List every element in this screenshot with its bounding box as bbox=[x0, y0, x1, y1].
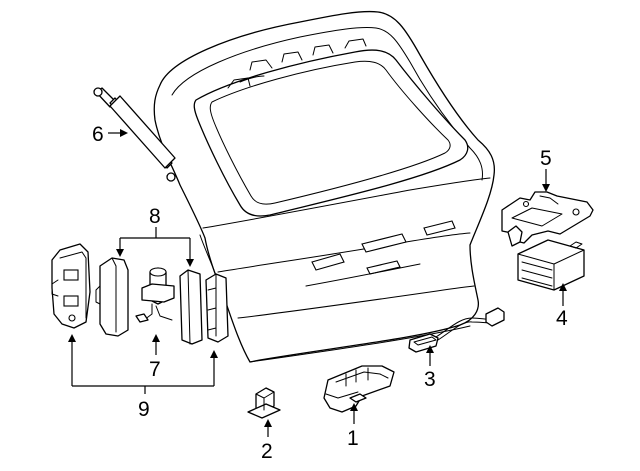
callout-7: 7 bbox=[149, 358, 161, 381]
part-6-lift-strut bbox=[93, 87, 176, 182]
callout-3: 3 bbox=[424, 368, 436, 391]
callout-1: 1 bbox=[347, 427, 359, 450]
callout-2-leader bbox=[264, 419, 272, 437]
callout-5-leader bbox=[542, 169, 550, 192]
part-7-lamp-socket bbox=[135, 267, 175, 323]
liftgate-panel bbox=[153, 10, 496, 363]
part-2-liftgate-bumper bbox=[247, 387, 281, 419]
callout-6: 6 bbox=[92, 123, 104, 146]
callout-4: 4 bbox=[556, 307, 568, 330]
callout-3-leader bbox=[426, 345, 434, 366]
part-8-right-lamp-lens bbox=[179, 269, 203, 345]
callout-2: 2 bbox=[261, 440, 273, 463]
callout-5: 5 bbox=[540, 147, 552, 170]
callout-8-leader bbox=[116, 227, 194, 267]
callout-1-leader bbox=[350, 403, 358, 424]
part-4-control-module bbox=[517, 239, 585, 291]
callout-9: 9 bbox=[138, 398, 150, 421]
callout-7-leader bbox=[152, 334, 160, 355]
callout-9-leader bbox=[68, 334, 218, 394]
part-9-left-tail-lamp bbox=[51, 243, 91, 329]
callout-8: 8 bbox=[149, 205, 161, 228]
callout-4-leader bbox=[559, 283, 567, 306]
callout-6-leader bbox=[108, 129, 128, 137]
part-1-liftgate-latch bbox=[323, 365, 395, 413]
part-8-left-lamp-lens bbox=[95, 257, 129, 337]
part-9-right-tail-lamp bbox=[205, 273, 229, 343]
part-5-module-bracket bbox=[501, 191, 594, 247]
